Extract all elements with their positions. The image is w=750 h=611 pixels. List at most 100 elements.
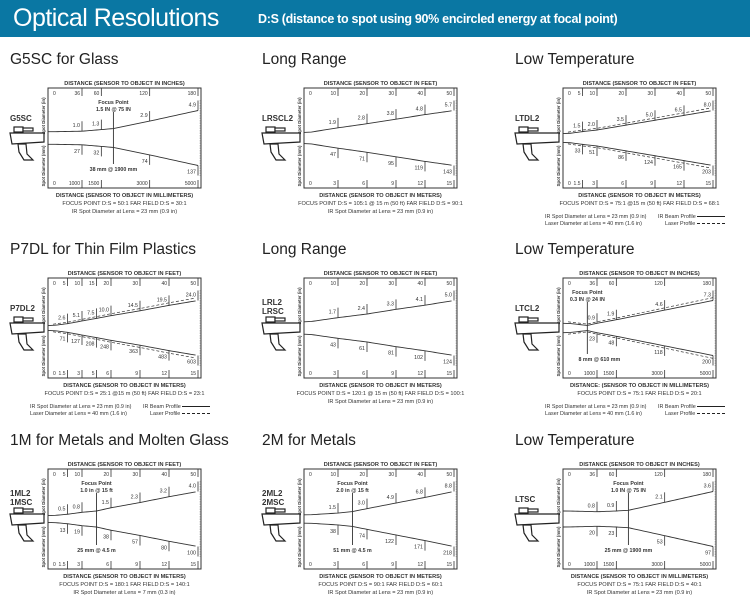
bottom-tick-label: 1.5 <box>574 181 581 187</box>
spot-size-mm: 13 <box>60 528 66 534</box>
spot-size-mm: 127 <box>71 339 80 345</box>
legend-ir-beam: IR Beam Profile <box>658 214 726 220</box>
top-tick-label: 0 <box>53 281 56 287</box>
spot-size-in: 3.8 <box>387 111 394 117</box>
spot-size-in: 5.1 <box>73 313 80 319</box>
ir-beam-upper <box>303 491 452 516</box>
spot-diagram: DISTANCE (SENSOR TO OBJECT IN FEET) DISTA… <box>9 271 202 389</box>
top-tick-label: 40 <box>161 281 167 287</box>
thermometer-device-icon <box>514 126 560 161</box>
top-tick-label: 36 <box>74 91 80 97</box>
bottom-axis-label: DISTANCE (SENSOR TO OBJECT IN MILLIMETER… <box>571 574 708 580</box>
bottom-tick-label: 3000 <box>137 181 148 187</box>
bottom-tick-label: 9 <box>135 562 138 568</box>
legend-lens-spec: IR Spot Diameter at Lens = 23 mm (0.9 in… <box>30 404 132 410</box>
legend-ir-beam: IR Beam Profile <box>143 404 211 410</box>
focus-point-in: 2.0 in @ 15 ft <box>336 488 369 494</box>
top-tick-label: 180 <box>188 91 197 97</box>
focus-point-in: 0.3 IN @ 24 IN <box>570 297 605 303</box>
bottom-axis-label: DISTANCE (SENSOR TO OBJECT IN METERS) <box>578 193 701 199</box>
ir-beam-upper <box>47 491 196 516</box>
y-axis-label-in: Spot Diameter (in) <box>297 287 302 325</box>
bottom-axis-label: DISTANCE (SENSOR TO OBJECT IN METERS) <box>63 383 186 389</box>
top-tick-label: 60 <box>609 472 615 478</box>
spot-size-in: 24.0 <box>186 293 196 299</box>
bottom-tick-label: 12 <box>417 562 423 568</box>
top-tick-label: 20 <box>359 91 365 97</box>
top-tick-label: 30 <box>132 472 138 478</box>
model-label: LTSC <box>515 495 535 504</box>
y-axis-label-in: Spot Diameter (in) <box>556 97 561 135</box>
spot-size-in: 1.9 <box>329 120 336 126</box>
spot-size-mm: 218 <box>443 551 452 557</box>
top-axis-label: DISTANCE (SENSOR TO OBJECT IN FEET) <box>68 271 182 277</box>
spot-size-mm: 124 <box>644 160 653 166</box>
spot-size-mm: 61 <box>359 346 365 352</box>
spot-size-in: 4.9 <box>189 103 196 109</box>
footer-spec: FOCUS POINT D:S = 25:1 @15 m (50 ft) FAR… <box>44 391 205 397</box>
legend-laser: Laser Profile <box>150 411 210 417</box>
model-name: LTDL2 <box>515 114 540 123</box>
bottom-tick-label: 1500 <box>603 562 614 568</box>
bottom-tick-label: 9 <box>391 562 394 568</box>
plot-frame <box>562 277 717 379</box>
footer-spec: FOCUS POINT D:S = 120:1 @ 15 m (50 ft) F… <box>296 391 465 397</box>
top-tick-label: 30 <box>647 91 653 97</box>
spot-size-mm: 20 <box>589 530 595 536</box>
y-axis-label-mm: Spot Diameter (mm) <box>297 145 302 186</box>
focus-point-mm: 38 mm @ 1900 mm <box>90 167 138 173</box>
legend-lens-spec: IR Spot Diameter at Lens = 23 mm (0.9 in… <box>545 404 647 410</box>
top-tick-label: 40 <box>417 281 423 287</box>
plot-frame <box>303 468 458 570</box>
spot-size-in: 10.0 <box>99 308 109 314</box>
spot-size-mm: 122 <box>385 539 394 545</box>
model-name: 2MSC <box>262 498 285 507</box>
ir-beam-upper <box>562 110 711 135</box>
panel-title: P7DL for Thin Film Plastics <box>10 241 197 258</box>
ir-beam-lower <box>47 522 196 547</box>
bottom-tick-label: 9 <box>650 181 653 187</box>
bottom-tick-label: 0 <box>53 371 56 377</box>
footer-spec: IR Spot Diameter at Lens = 23 mm (0.9 in… <box>71 209 178 215</box>
top-tick-label: 60 <box>94 91 100 97</box>
panel-title: Long Range <box>262 51 347 68</box>
spot-size-mm: 51 <box>589 150 595 156</box>
top-tick-label: 30 <box>388 281 394 287</box>
spot-size-in: 14.5 <box>128 303 138 309</box>
bottom-tick-label: 6 <box>362 562 365 568</box>
ir-beam-upper <box>562 300 714 326</box>
bottom-tick-label: 12 <box>417 371 423 377</box>
spot-size-in: 4.0 <box>189 484 196 490</box>
bottom-tick-label: 5000 <box>700 371 711 377</box>
bottom-tick-label: 0 <box>309 371 312 377</box>
spot-size-mm: 48 <box>608 340 614 346</box>
bottom-tick-label: 3 <box>333 371 336 377</box>
model-name: 1ML2 <box>10 489 31 498</box>
spot-size-in: 2.9 <box>140 113 147 119</box>
top-tick-label: 10 <box>330 281 336 287</box>
footer-spec: IR Spot Diameter at Lens = 23 mm (0.9 in… <box>327 590 434 596</box>
bottom-axis-label: DISTANCE (SENSOR TO OBJECT IN METERS) <box>319 193 442 199</box>
spot-size-in: 4.9 <box>387 495 394 501</box>
spot-diagram: DISTANCE (SENSOR TO OBJECT IN FEET)DISTA… <box>9 462 202 580</box>
bottom-tick-label: 6 <box>106 371 109 377</box>
bottom-tick-label: 1.5 <box>59 562 66 568</box>
bottom-tick-label: 1500 <box>88 181 99 187</box>
top-tick-label: 20 <box>103 281 109 287</box>
ir-beam-upper <box>303 110 452 133</box>
top-tick-label: 50 <box>446 91 452 97</box>
spot-size-in: 2.4 <box>358 306 365 312</box>
spot-size-mm: 119 <box>415 165 423 171</box>
top-axis-label: DISTANCE (SENSOR TO OBJECT IN INCHES) <box>64 81 185 87</box>
spot-size-in: 1.5 <box>573 124 580 130</box>
thermometer-device-icon <box>261 126 301 161</box>
y-axis-label-mm: Spot Diameter (mm) <box>556 335 561 376</box>
plot-frame <box>303 87 458 189</box>
model-label: LTCL2 <box>515 304 539 313</box>
legend-laser: Laser Profile <box>665 411 725 417</box>
spot-size-mm: 57 <box>132 539 138 545</box>
top-tick-label: 0 <box>53 91 56 97</box>
top-tick-label: 40 <box>417 91 423 97</box>
bottom-tick-label: 1.5 <box>59 371 66 377</box>
